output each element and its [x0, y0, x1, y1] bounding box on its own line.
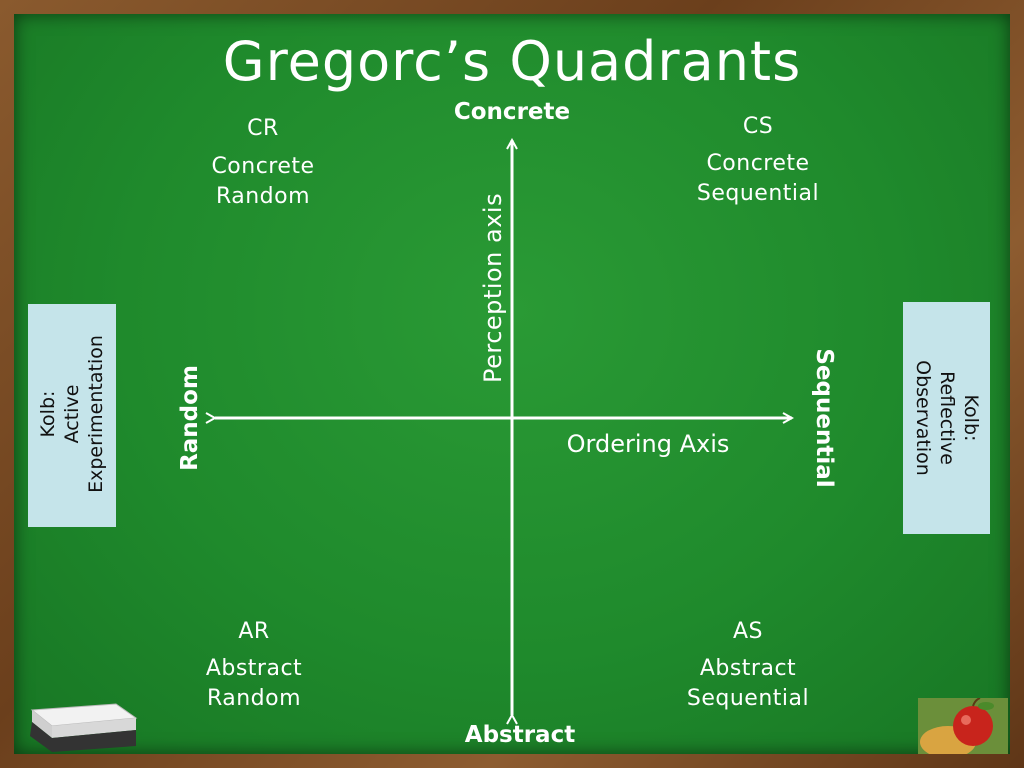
quadrant-cs-code: CS	[742, 114, 774, 139]
eraser-icon	[30, 703, 138, 752]
quadrant-cs-line2: Sequential	[696, 181, 820, 206]
axis-right-label: Sequential	[811, 348, 837, 488]
kolb-left-line3: Experimentation	[85, 335, 107, 493]
quadrant-as-code: AS	[732, 619, 763, 644]
kolb-left-line2: Active	[61, 384, 83, 444]
kolb-left-text: Kolb: Active Experimentation	[36, 314, 108, 514]
quadrant-cr-line1: Concrete	[211, 154, 315, 179]
quadrant-cr-line2: Random	[215, 184, 311, 209]
page-title: Gregorc’s Quadrants	[222, 30, 802, 93]
quadrant-as-line1: Abstract	[699, 656, 797, 681]
kolb-right-line3: Observation	[912, 360, 934, 476]
apple-icon	[918, 698, 1008, 754]
quadrant-cr-code: CR	[247, 116, 279, 141]
axis-left-label: Random	[177, 365, 203, 471]
kolb-right-box	[903, 302, 990, 534]
quadrant-ar-code: AR	[238, 619, 270, 644]
quadrant-as-line2: Sequential	[686, 686, 810, 711]
quadrant-ar-line1: Abstract	[205, 656, 303, 681]
kolb-left-line1: Kolb:	[37, 390, 59, 438]
quadrant-ar-line2: Random	[206, 686, 302, 711]
axis-top-label: Concrete	[453, 99, 571, 125]
quadrant-cs-line1: Concrete	[706, 151, 810, 176]
kolb-right-line2: Reflective	[936, 371, 958, 465]
kolb-right-line1: Kolb:	[960, 394, 982, 442]
axis-bottom-label: Abstract	[464, 722, 576, 748]
kolb-right-text: Kolb: Reflective Observation	[911, 318, 983, 518]
perception-axis-label: Perception axis	[479, 192, 507, 383]
kolb-left-box	[28, 304, 116, 527]
ordering-axis-label: Ordering Axis	[566, 430, 730, 458]
